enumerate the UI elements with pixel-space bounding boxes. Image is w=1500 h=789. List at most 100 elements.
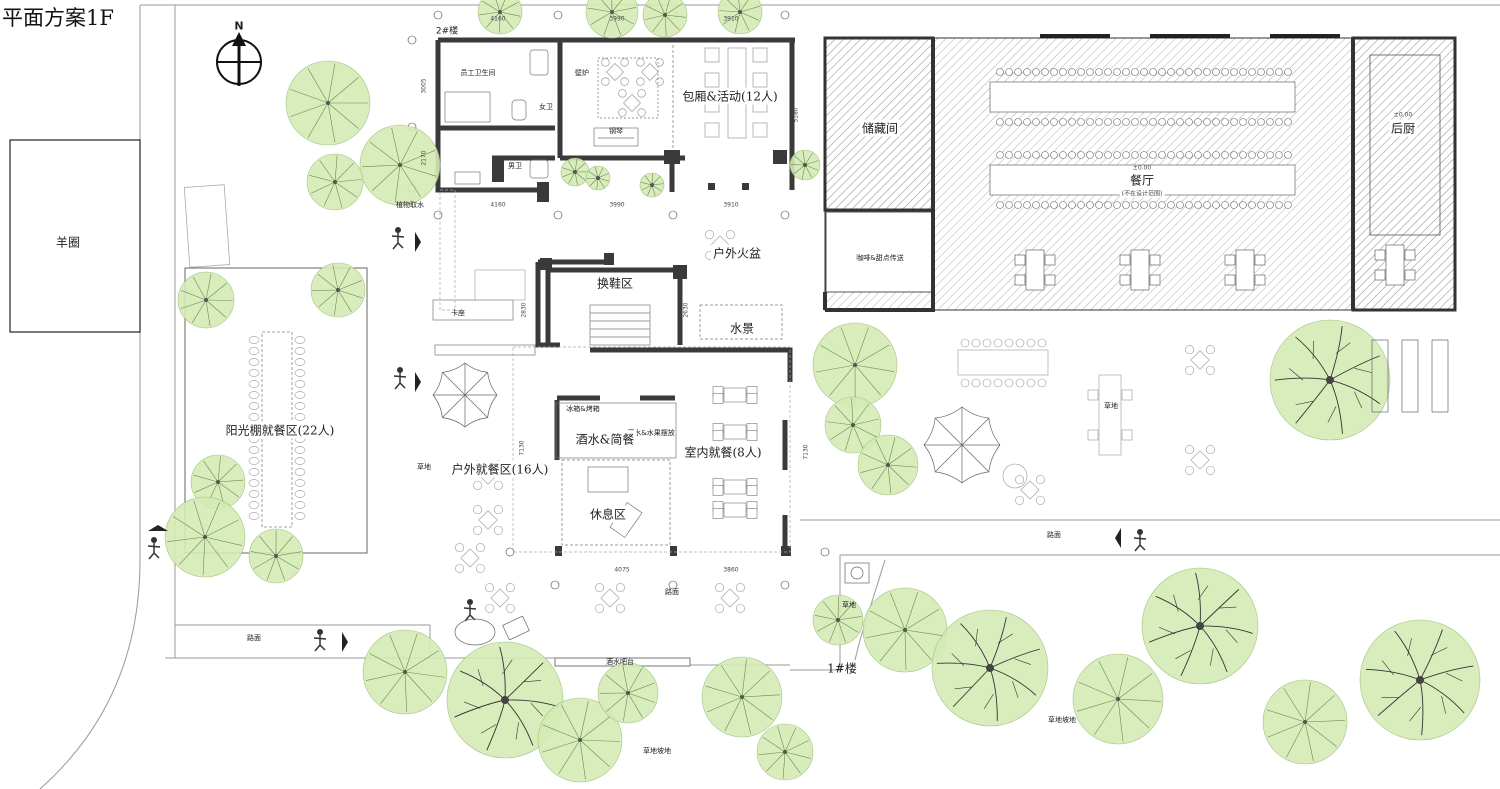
- tree: [931, 609, 1049, 727]
- person-figure: [463, 599, 477, 622]
- label-coffee: 咖啡&甜点传送: [856, 254, 904, 262]
- label-water-feature: 水景: [727, 319, 757, 337]
- outdoor-long-table: [957, 338, 1049, 388]
- trees: [164, 0, 1481, 783]
- direction-arrow: [342, 632, 348, 652]
- outdoor-table: [715, 583, 745, 613]
- tree: [1359, 619, 1481, 741]
- chair: [1149, 151, 1157, 159]
- chair: [1221, 201, 1229, 209]
- chair: [1005, 118, 1013, 126]
- chair: [1266, 68, 1274, 76]
- chair: [248, 468, 260, 476]
- drawing-title: 平面方案1F: [2, 6, 114, 30]
- chair: [1122, 201, 1130, 209]
- chair: [248, 391, 260, 399]
- chair: [294, 457, 306, 465]
- chair: [1185, 201, 1193, 209]
- dim-bot-2: 3860: [723, 566, 739, 574]
- chair: [1266, 118, 1274, 126]
- chair: [1185, 68, 1193, 76]
- chair: [1122, 118, 1130, 126]
- tree: [164, 496, 246, 578]
- umbrella: [923, 406, 1001, 484]
- dim-mid-2: 3990: [609, 201, 625, 209]
- chair: [996, 118, 1004, 126]
- chair: [1167, 68, 1175, 76]
- chair: [248, 413, 260, 421]
- chair: [248, 347, 260, 355]
- chair: [1212, 68, 1220, 76]
- chair: [294, 468, 306, 476]
- tree: [310, 262, 366, 318]
- tree: [1269, 319, 1391, 441]
- label-outdoor-dining: 户外就餐区(16人): [449, 460, 551, 478]
- dim-side-2: 2170: [420, 150, 428, 166]
- chair: [1167, 151, 1175, 159]
- chair: [1104, 68, 1112, 76]
- label-private-room: 包厢&活动(12人): [680, 87, 780, 105]
- chair: [1023, 201, 1031, 209]
- chair: [1158, 118, 1166, 126]
- tree: [585, 165, 611, 191]
- label-road-2: 路面: [665, 588, 679, 596]
- chair: [996, 201, 1004, 209]
- label-fireplace: 壁炉: [575, 69, 589, 77]
- chair: [294, 380, 306, 388]
- north-arrow: [216, 32, 262, 86]
- chair: [1113, 201, 1121, 209]
- chair: [248, 336, 260, 344]
- dim-side-7: 7130: [802, 444, 810, 460]
- label-kitchen-elev: ±0.00: [1393, 111, 1413, 119]
- chair: [1068, 118, 1076, 126]
- direction-arrow: [1115, 528, 1121, 548]
- chair: [1023, 68, 1031, 76]
- outdoor-table: [455, 543, 485, 573]
- chair: [1086, 201, 1094, 209]
- chair: [294, 512, 306, 520]
- chair: [1086, 118, 1094, 126]
- label-bar-rack: 酒水&水果摆放: [627, 429, 675, 437]
- chair: [1059, 151, 1067, 159]
- tree: [537, 697, 623, 783]
- chair: [1050, 151, 1058, 159]
- indoor-table: [712, 478, 758, 496]
- chair: [1140, 118, 1148, 126]
- chair: [1239, 201, 1247, 209]
- label-sunroom: 阳光棚就餐区(22人): [223, 421, 337, 439]
- chair: [752, 47, 768, 63]
- chair: [1095, 201, 1103, 209]
- label-bar: 酒水&简餐: [573, 430, 637, 448]
- chair: [1131, 151, 1139, 159]
- tree: [862, 587, 948, 673]
- chair: [1005, 151, 1013, 159]
- chair: [1257, 201, 1265, 209]
- chair: [1005, 201, 1013, 209]
- dim-mid-3: 3910: [723, 201, 739, 209]
- chair: [1275, 68, 1283, 76]
- chair: [1194, 118, 1202, 126]
- chair: [1104, 201, 1112, 209]
- outdoor-table: [485, 583, 515, 613]
- chair: [1185, 151, 1193, 159]
- label-women-wc: 女卫: [539, 103, 553, 111]
- label-piano: 钢琴: [609, 127, 623, 135]
- chair: [1113, 68, 1121, 76]
- label-road-3: 路面: [1047, 531, 1061, 539]
- label-lawn-1: 草地: [417, 463, 431, 471]
- chair: [1113, 118, 1121, 126]
- chair: [1230, 201, 1238, 209]
- outdoor-long-table: [1087, 374, 1133, 456]
- chair: [1095, 151, 1103, 159]
- chair: [1212, 118, 1220, 126]
- tree: [717, 0, 763, 35]
- chair: [1212, 201, 1220, 209]
- chair: [1113, 151, 1121, 159]
- chair: [1059, 118, 1067, 126]
- chair: [294, 347, 306, 355]
- dim-bot-1: 4075: [614, 566, 630, 574]
- chair: [1275, 201, 1283, 209]
- tree: [756, 723, 814, 781]
- outdoor-table: [1185, 445, 1215, 475]
